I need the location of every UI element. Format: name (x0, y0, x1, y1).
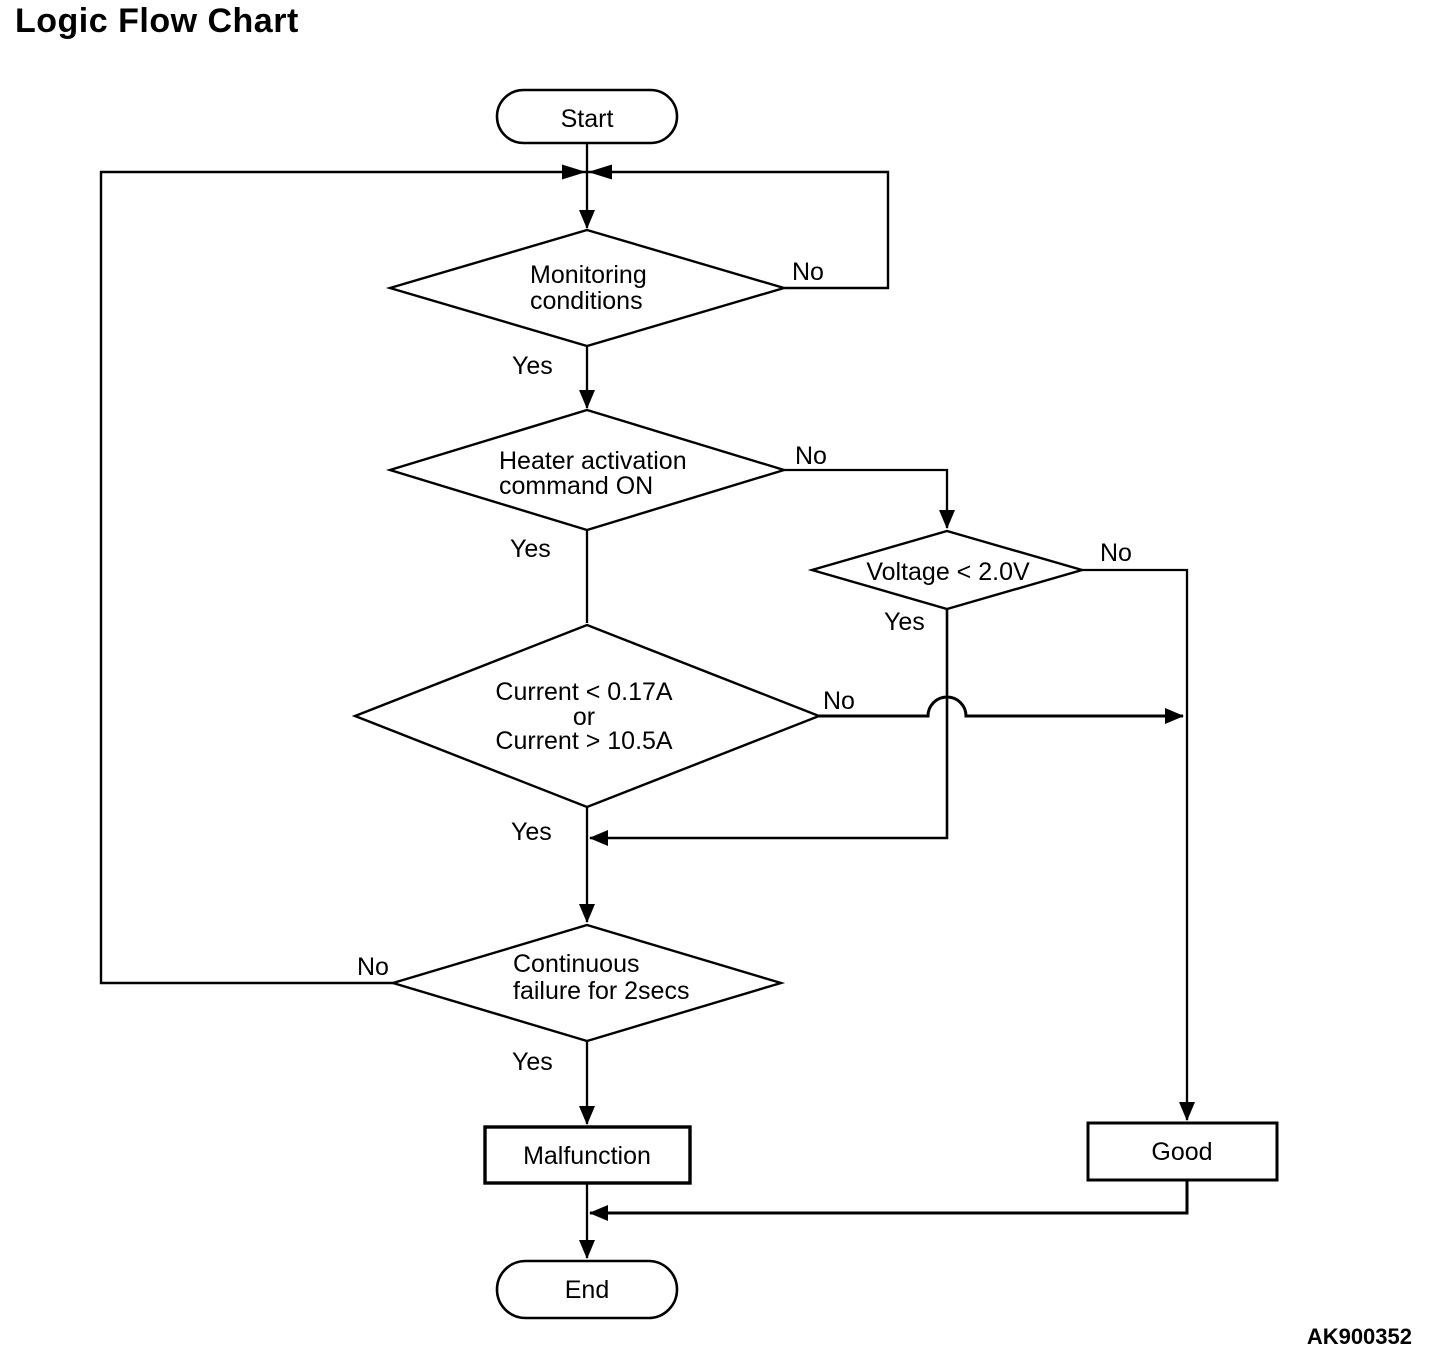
node-continuous-failure (388, 923, 786, 1043)
label-continuous-yes: Yes (512, 1048, 553, 1076)
node-heater-line2: command ON (499, 472, 653, 500)
label-current-no: No (823, 687, 855, 715)
edge-voltage-no (1082, 568, 1195, 1121)
figure-code: AK900352 (1307, 1324, 1412, 1349)
label-heater-no: No (795, 442, 827, 470)
label-monitoring-yes: Yes (512, 352, 553, 380)
node-end-label: End (565, 1276, 609, 1304)
node-malfunction (483, 1125, 692, 1185)
node-voltage-label: Voltage < 2.0V (866, 558, 1030, 586)
label-voltage-no: No (1100, 539, 1132, 567)
edge-current-no (819, 695, 1184, 724)
edge-heater-no (784, 468, 955, 529)
node-continuous-line2: failure for 2secs (513, 977, 689, 1005)
node-good (1086, 1121, 1279, 1182)
node-current-line1: Current < 0.17A (495, 678, 673, 706)
node-monitoring-conditions (385, 228, 789, 348)
edge-good-to-end (589, 1180, 1189, 1221)
label-heater-yes: Yes (510, 535, 551, 563)
node-monitoring-line2: conditions (530, 287, 643, 315)
node-heater-line1: Heater activation (499, 447, 687, 475)
label-voltage-yes: Yes (884, 608, 925, 636)
edge-voltage-yes (589, 609, 949, 846)
label-current-yes: Yes (511, 818, 552, 846)
label-continuous-no: No (357, 953, 389, 981)
node-continuous-line1: Continuous (513, 950, 639, 978)
node-voltage-check (807, 529, 1087, 611)
node-current-line2: or (573, 703, 595, 731)
junction-arrow-right-icon (588, 164, 612, 180)
node-current-check (351, 623, 823, 809)
junction-arrow-left-icon (562, 164, 586, 180)
node-start-label: Start (561, 105, 614, 133)
node-end (495, 1259, 679, 1320)
node-start (495, 88, 679, 145)
edge-feedback-loops (99, 170, 890, 985)
node-monitoring-line1: Monitoring (530, 261, 647, 289)
node-current-line3: Current > 10.5A (495, 727, 673, 755)
node-malfunction-label: Malfunction (523, 1142, 651, 1170)
page-title: Logic Flow Chart (15, 2, 299, 40)
node-good-label: Good (1151, 1138, 1212, 1166)
label-monitoring-no: No (792, 258, 824, 286)
node-heater-activation (385, 408, 789, 532)
